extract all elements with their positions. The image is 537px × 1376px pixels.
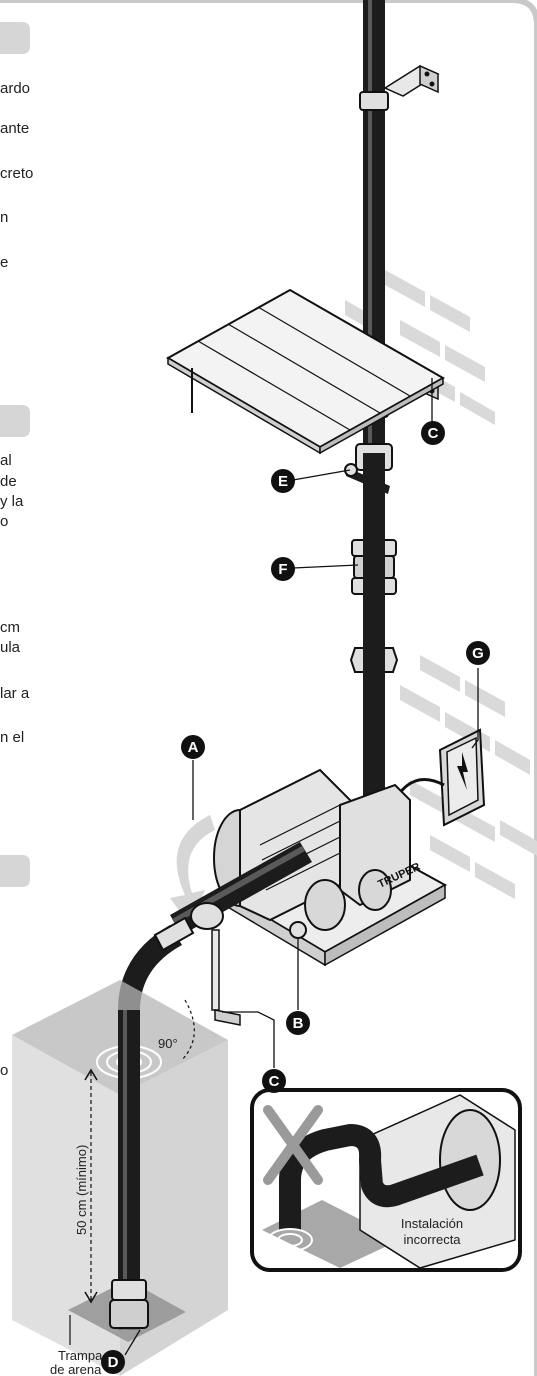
sand-trap-label-line-2: de arena (50, 1362, 102, 1376)
callout-C-bottom: C (262, 1069, 286, 1093)
svg-text:A: A (188, 739, 199, 756)
text-fragment: de (0, 473, 17, 490)
pipe-bracket-top (359, 64, 440, 111)
svg-text:D: D (108, 1354, 119, 1371)
text-fragment: e (0, 254, 8, 271)
inset-label-line-1: Instalación (401, 1216, 463, 1231)
text-fragment: ante (0, 120, 29, 137)
suction-pipe-vertical-highlight (123, 1010, 127, 1330)
incorrect-installation-inset (250, 1088, 522, 1272)
text-fragment: y la (0, 493, 24, 510)
callout-E: E (271, 469, 295, 493)
text-fragment: al (0, 452, 12, 469)
angle-arc (181, 999, 195, 1061)
discharge-pipe-lower (363, 453, 385, 833)
inset-label-line-2: incorrecta (403, 1232, 461, 1247)
callout-G: G (466, 641, 490, 665)
distance-label: 50 cm (mínimo) (74, 1145, 89, 1235)
section-header-tab-3 (0, 855, 30, 887)
callout-A: A (181, 735, 205, 759)
pipe-coupling (190, 902, 224, 930)
text-fragment: ula (0, 639, 21, 656)
text-fragment: o (0, 513, 8, 530)
distance-dimension (84, 1068, 98, 1304)
svg-text:C: C (269, 1073, 280, 1090)
callout-leaders (124, 378, 479, 1356)
elbow-nut (153, 916, 195, 952)
text-fragment: lar a (0, 685, 30, 702)
text-fragment: n (0, 209, 8, 226)
callout-F: F (271, 557, 295, 581)
text-fragment: creto (0, 165, 33, 182)
section-header-tab-1 (0, 22, 30, 54)
rotation-arrow-icon (170, 815, 215, 925)
foot-valve (109, 1279, 149, 1329)
electrical-box (438, 728, 486, 827)
sand-trap-label-line-1: Trampa (58, 1348, 103, 1363)
callout-B: B (286, 1011, 310, 1035)
angle-label: 90° (158, 1036, 178, 1051)
pump-roof-cover (165, 288, 446, 455)
text-fragment: n el (0, 729, 24, 746)
water-pump: TRUPER (213, 768, 422, 939)
pipe-bracket-lower (211, 929, 241, 1026)
svg-text:B: B (293, 1015, 304, 1032)
callout-C-top: C (421, 421, 445, 445)
svg-text:C: C (428, 425, 439, 442)
section-header-tab-2 (0, 405, 30, 437)
svg-text:E: E (278, 473, 288, 490)
svg-text:F: F (278, 561, 287, 578)
text-fragment: o (0, 1062, 8, 1079)
callout-D: D (101, 1350, 125, 1374)
text-fragment: cm (0, 619, 20, 636)
text-fragment: ardo (0, 80, 30, 97)
svg-text:G: G (472, 645, 484, 662)
